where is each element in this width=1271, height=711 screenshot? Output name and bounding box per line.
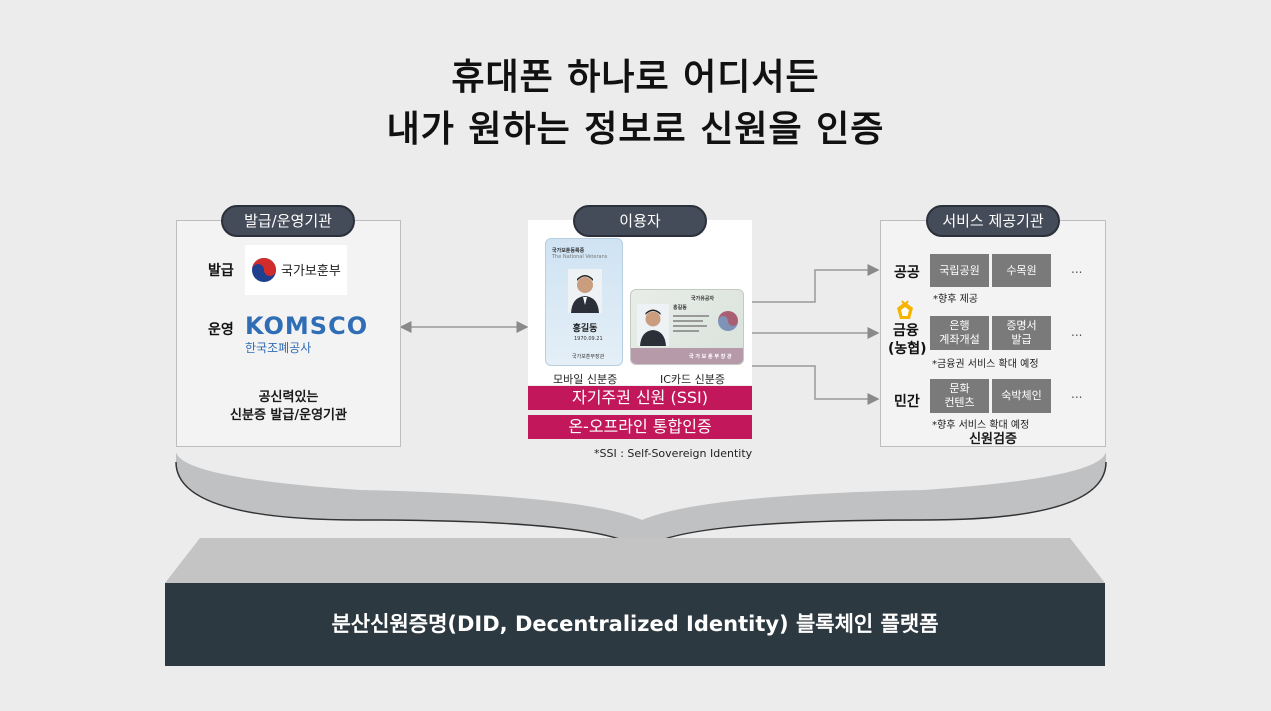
person-photo — [568, 269, 602, 313]
public-label: 공공 — [894, 265, 920, 281]
hotel-chain-box: 숙박체인 — [992, 379, 1051, 413]
culture-content-box: 문화 컨텐츠 — [930, 379, 989, 413]
ic-card-footer: 국 가 보 훈 부 장 관 — [689, 354, 732, 360]
taegeuk-icon — [252, 258, 276, 282]
services-header: 서비스 제공기관 — [926, 205, 1060, 237]
komsco-sub-text: 한국조폐공사 — [245, 341, 312, 355]
ic-card-name: 홍길동 — [673, 305, 687, 311]
ssi-bar: 자기주권 신원 (SSI) — [528, 386, 752, 410]
taegeuk-icon — [718, 311, 738, 331]
finance-more: ... — [1071, 325, 1083, 339]
finance-sub-label: (농협) — [888, 341, 927, 357]
national-park-box: 국립공원 — [930, 254, 989, 287]
services-caption: 신원검증 — [969, 432, 1017, 447]
issuer-caption-1: 공신력있는 — [258, 390, 319, 405]
mobile-card-title: 국가보훈등록증 — [552, 248, 585, 254]
operate-label: 운영 — [208, 322, 234, 338]
private-note: *향후 서비스 확대 예정 — [932, 420, 1030, 431]
mobile-card-subtitle: The National Veterans — [552, 254, 608, 260]
ssi-footnote: *SSI : Self-Sovereign Identity — [594, 447, 753, 460]
integrated-auth-bar: 온-오프라인 통합인증 — [528, 415, 752, 439]
mpva-logo-text: 국가보훈부 — [281, 264, 341, 279]
issuer-caption-2: 신분증 발급/운영기관 — [230, 408, 347, 423]
mobile-card-date: 1970.09.21 — [574, 336, 603, 342]
issuer-header: 발급/운영기관 — [221, 205, 355, 237]
ic-card-footer-band — [631, 348, 743, 364]
mobile-id-label: 모바일 신분증 — [553, 373, 618, 386]
komsco-logo: KOMSCO — [245, 312, 369, 340]
bank-account-box: 은행 계좌개설 — [930, 316, 989, 350]
arboretum-box: 수목원 — [992, 254, 1051, 287]
ic-card-title: 국가유공자 — [691, 296, 715, 302]
private-label: 민간 — [894, 394, 920, 410]
ic-card-label: IC카드 신분증 — [660, 373, 726, 386]
mpva-logo: 국가보훈부 — [245, 245, 347, 295]
mobile-card-name: 홍길동 — [572, 324, 598, 334]
nh-logo-icon — [897, 300, 913, 319]
person-photo — [637, 304, 669, 346]
title-line-2: 내가 원하는 정보로 신원을 인증 — [386, 109, 885, 150]
finance-note: *금융권 서비스 확대 예정 — [932, 359, 1039, 370]
certificate-issue-box: 증명서 발급 — [992, 316, 1051, 350]
finance-label: 금융 — [893, 323, 919, 339]
private-more: ... — [1071, 387, 1083, 401]
public-more: ... — [1071, 262, 1083, 276]
user-header: 이용자 — [573, 205, 707, 237]
mobile-id-card: 국가보훈등록증 The National Veterans 홍길동 1970.0… — [545, 238, 623, 366]
issue-label: 발급 — [208, 263, 234, 279]
ic-id-card: 국가유공자 홍길동 국 가 보 훈 부 장 관 — [630, 289, 744, 365]
mobile-card-footer: 국가보훈부장관 — [572, 354, 605, 360]
public-note: *향후 제공 — [933, 294, 978, 305]
ic-card-details — [673, 312, 713, 338]
did-platform-bar: 분산신원증명(DID, Decentralized Identity) 블록체인… — [165, 583, 1105, 666]
title-line-1: 휴대폰 하나로 어디서든 — [451, 57, 820, 98]
